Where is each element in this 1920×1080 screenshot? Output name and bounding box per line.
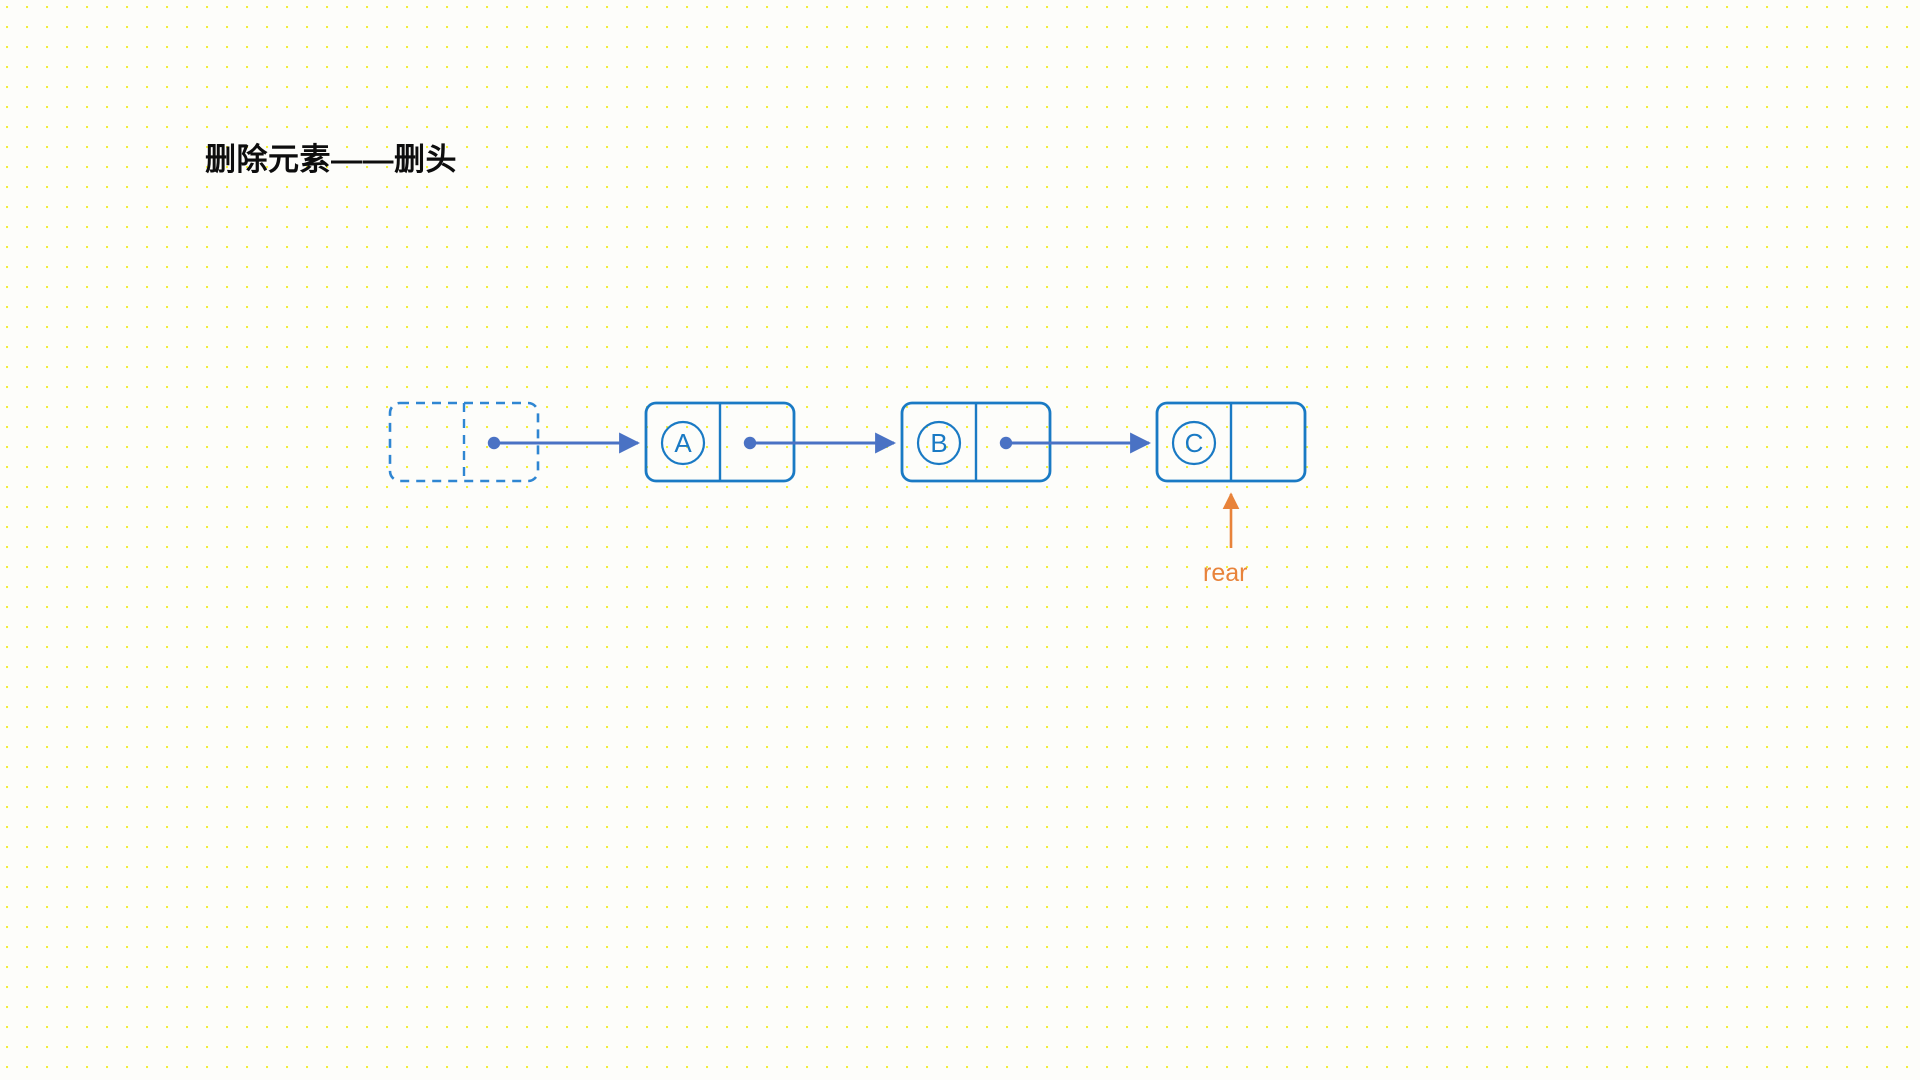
node-a-value-label: A (674, 428, 692, 458)
node-b-value-circle (916, 420, 962, 466)
rear-pointer-label: rear (1203, 559, 1248, 587)
node-c-value-circle (1171, 420, 1217, 466)
node-c-value-label: C (1185, 428, 1204, 458)
list-node-c: C (1155, 401, 1307, 483)
node-a-value-circle (660, 420, 706, 466)
page-title: 删除元素——删头 (205, 142, 457, 177)
node-b-value-label: B (930, 428, 947, 458)
